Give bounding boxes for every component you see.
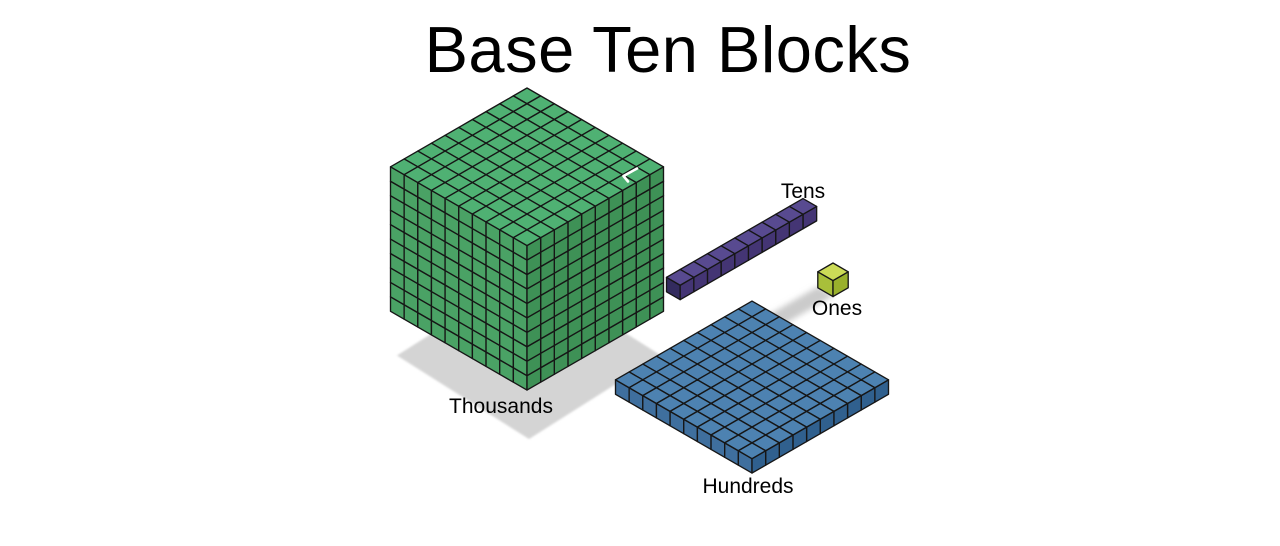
hundreds-flat-face [737, 442, 767, 460]
unit-cube-highlight [622, 167, 639, 183]
tens-rod-face [665, 268, 695, 286]
thousands-cube-face [512, 229, 542, 247]
label-tens: Tens [780, 180, 826, 203]
tens-rod [665, 197, 818, 301]
ones-cube-face [817, 262, 849, 282]
page-title: Base Ten Blocks [424, 13, 912, 86]
ones-cube [817, 262, 849, 298]
label-hundreds: Hundreds [702, 475, 794, 498]
label-thousands: Thousands [449, 395, 553, 418]
thousands-cube [389, 87, 665, 391]
hundreds-flat [614, 300, 890, 474]
label-ones: Ones [811, 297, 863, 320]
